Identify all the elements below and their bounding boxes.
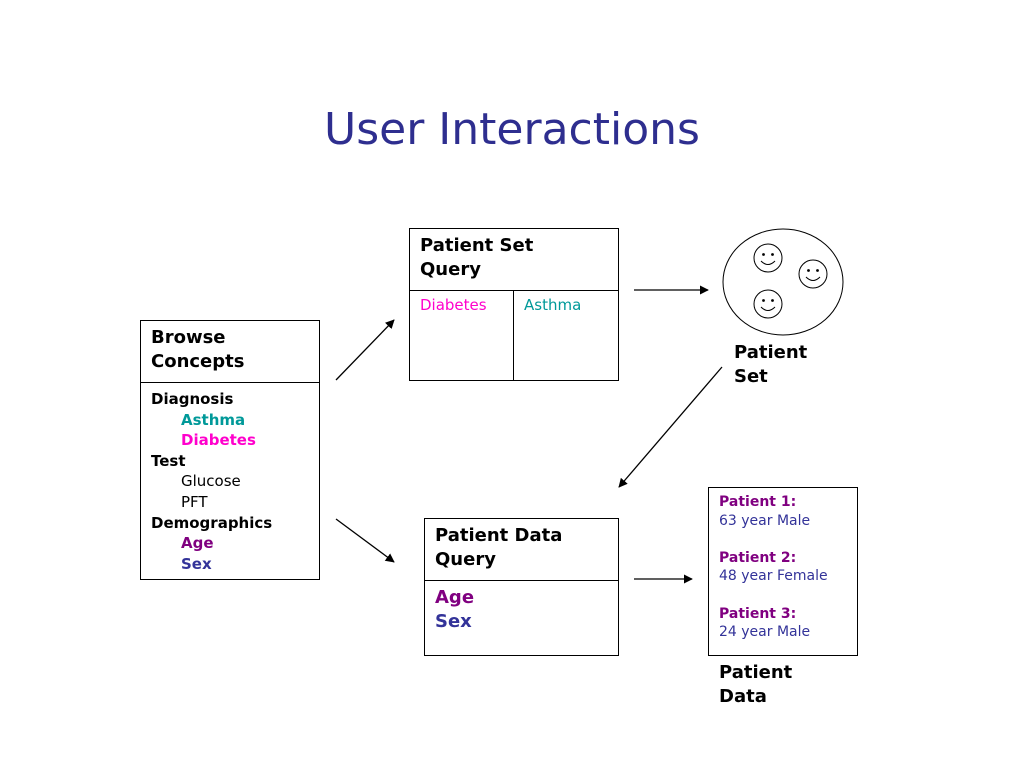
patient-name: Patient 3: [719, 605, 797, 622]
pdq-heading-line-2: Query [435, 549, 496, 570]
patient-set-query-heading: Patient Set Query [410, 229, 618, 291]
concept-asthma[interactable]: Asthma [181, 410, 246, 429]
patient-data-caption: Patient Data [719, 661, 792, 709]
arrow-browse-to-set-query [335, 319, 395, 381]
concept-diabetes[interactable]: Diabetes [181, 431, 256, 450]
slide-title: User Interactions [324, 104, 700, 155]
smiley-face-icon [753, 289, 783, 319]
patient-data-caption-line-1: Patient [719, 662, 793, 683]
psq-heading-line-1: Patient Set [420, 235, 534, 256]
category-demographics: Demographics [151, 513, 273, 532]
patient-description: 63 year Male [719, 512, 811, 529]
patient-entry: Patient 1: 63 year Male [719, 493, 847, 530]
pdq-heading-line-1: Patient Data [435, 525, 563, 546]
psq-heading-line-2: Query [420, 259, 481, 280]
query-panel-diabetes[interactable]: Diabetes [410, 291, 514, 380]
smiley-face-icon [798, 259, 828, 289]
patient-data-box: Patient 1: 63 year Male Patient 2: 48 ye… [708, 487, 858, 656]
query-panel-asthma[interactable]: Asthma [524, 296, 582, 314]
category-test: Test [151, 451, 186, 470]
browse-heading-line-1: Browse [151, 327, 226, 348]
patient-data-query-box: Patient Data Query Age Sex [424, 518, 619, 656]
patient-data-query-heading: Patient Data Query [425, 519, 618, 581]
patient-data-caption-line-2: Data [719, 686, 767, 707]
concept-glucose[interactable]: Glucose [181, 472, 241, 491]
patient-entry: Patient 2: 48 year Female [719, 549, 847, 586]
concept-tree: Diagnosis Asthma Diabetes Test Glucose P… [141, 383, 319, 580]
smiley-face-icon [753, 243, 783, 273]
browse-heading-line-2: Concepts [151, 351, 245, 372]
browse-concepts-box: Browse Concepts Diagnosis Asthma Diabete… [140, 320, 320, 580]
patient-set-circle [722, 228, 844, 336]
arrow-browse-to-data-query [335, 518, 395, 563]
patient-set-caption-line-1: Patient [734, 342, 808, 363]
concept-pft[interactable]: PFT [181, 492, 208, 511]
patient-data-query-body: Age Sex [425, 581, 618, 639]
patient-description: 48 year Female [719, 568, 828, 585]
patient-set-query-box: Patient Set Query Diabetes Asthma [409, 228, 619, 381]
patient-name: Patient 2: [719, 549, 797, 566]
patient-set-caption: Patient Set [734, 341, 807, 389]
data-field-sex[interactable]: Sex [435, 611, 472, 632]
concept-sex[interactable]: Sex [181, 554, 212, 573]
data-field-age[interactable]: Age [435, 587, 475, 608]
arrow-patient-set-to-data-query [618, 366, 723, 488]
patient-entry: Patient 3: 24 year Male [719, 605, 847, 642]
patient-name: Patient 1: [719, 494, 797, 510]
patient-set-caption-line-2: Set [734, 366, 768, 387]
patient-set-query-body: Diabetes Asthma [410, 291, 618, 380]
browse-concepts-heading: Browse Concepts [141, 321, 319, 383]
concept-age[interactable]: Age [181, 534, 214, 553]
category-diagnosis: Diagnosis [151, 390, 234, 408]
patient-description: 24 year Male [719, 624, 811, 641]
patient-data-list: Patient 1: 63 year Male Patient 2: 48 ye… [709, 488, 857, 647]
